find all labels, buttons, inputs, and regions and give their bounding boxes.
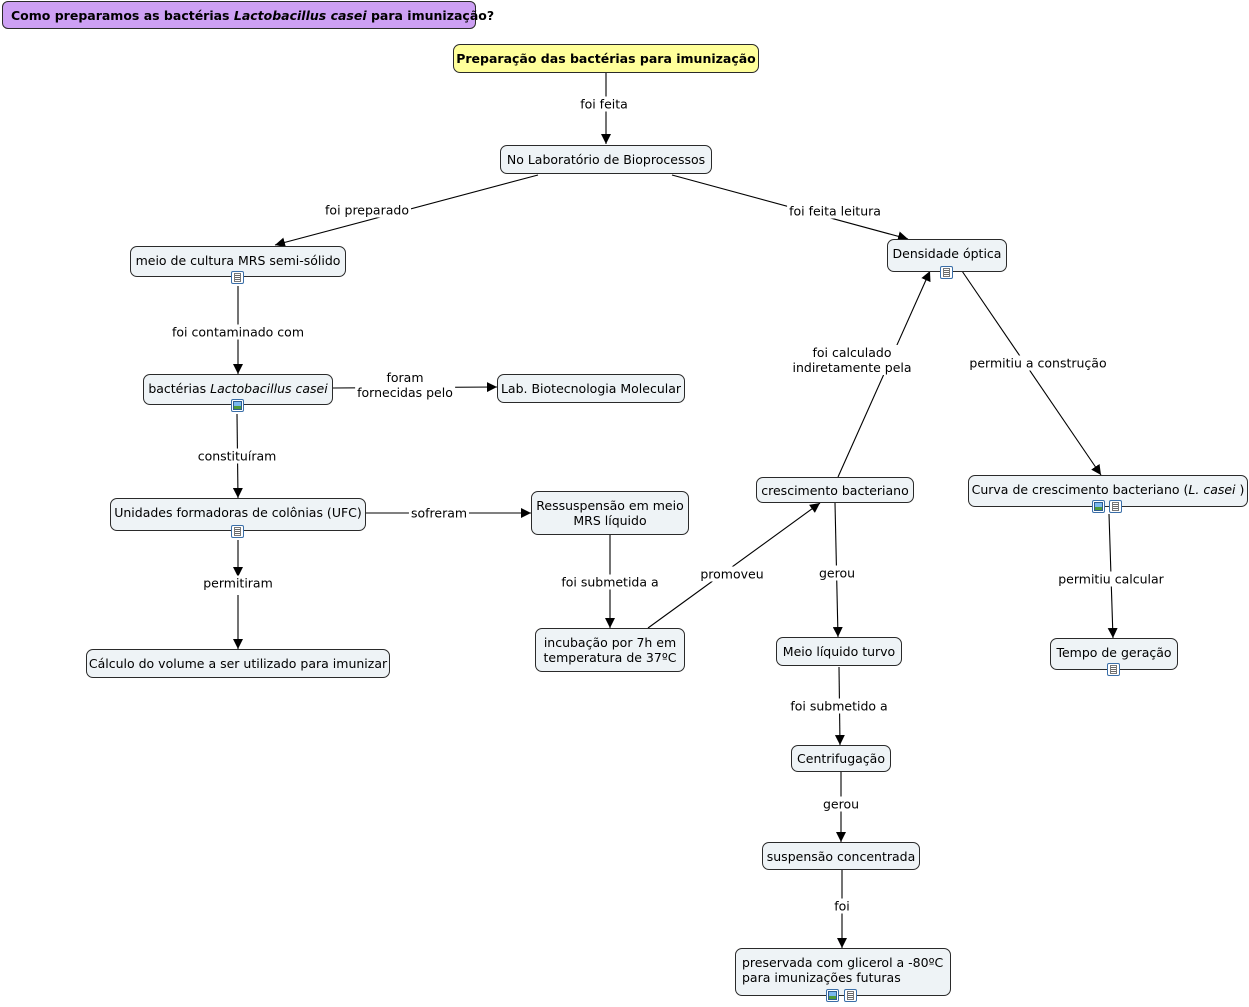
- document-icon[interactable]: [940, 266, 953, 279]
- link-permitiu-calcular: permitiu calcular: [1056, 571, 1166, 587]
- link-foi-contaminado-com: foi contaminado com: [170, 324, 306, 340]
- link-foram-fornecidas-pelo: foram fornecidas pelo: [355, 370, 455, 400]
- concept-curva-crescimento[interactable]: Curva de crescimento bacteriano (L. case…: [968, 475, 1248, 507]
- link-foi-preparado: foi preparado: [323, 202, 411, 218]
- link-label-line: fornecidas pelo: [357, 385, 453, 400]
- link-constituiram: constituíram: [195, 448, 279, 464]
- link-foi: foi: [832, 898, 852, 914]
- concept-label: bactérias Lactobacillus casei: [148, 381, 328, 396]
- concept-label: Centrifugação: [797, 751, 885, 766]
- link-permitiram: permitiram: [201, 575, 275, 591]
- link-gerou: gerou: [820, 796, 862, 812]
- concept-suspensao-concentrada[interactable]: suspensão concentrada: [762, 842, 920, 870]
- concept-label: Densidade óptica: [892, 246, 1002, 261]
- concept-calculo-volume[interactable]: Cálculo do volume a ser utilizado para i…: [86, 649, 390, 678]
- concept-incubacao[interactable]: incubação por 7h em temperatura de 37ºC: [535, 628, 685, 672]
- concept-label: crescimento bacteriano: [761, 482, 909, 498]
- document-icon[interactable]: [844, 989, 857, 1002]
- concept-label: Unidades formadoras de colônias (UFC): [114, 505, 362, 520]
- link-foi-feita-leitura: foi feita leitura: [787, 203, 883, 219]
- document-icon[interactable]: [231, 271, 244, 284]
- document-icon[interactable]: [1107, 663, 1120, 676]
- link-label-line: foi calculado: [812, 345, 892, 360]
- link-promoveu: promoveu: [698, 566, 766, 582]
- concept-lab-biotecnologia[interactable]: Lab. Biotecnologia Molecular: [497, 374, 685, 403]
- concept-label: Preparação das bactérias para imunização: [456, 51, 756, 66]
- concept-meio-liquido-turvo[interactable]: Meio líquido turvo: [776, 637, 902, 666]
- concept-label: Lab. Biotecnologia Molecular: [500, 381, 682, 396]
- link-label-line: indiretamente pela: [792, 360, 912, 375]
- map-title: Como preparamos as bactérias Lactobacill…: [2, 1, 494, 29]
- concept-root[interactable]: Preparação das bactérias para imunização: [453, 44, 759, 73]
- concept-label-line: preservada com glicerol a -80ºC: [742, 955, 944, 970]
- concept-centrifugacao[interactable]: Centrifugação: [791, 745, 891, 772]
- concept-label-line: temperatura de 37ºC: [543, 650, 677, 665]
- document-icon[interactable]: [231, 525, 244, 538]
- link-foi-calculado-indiretamente: foi calculado indiretamente pela: [790, 345, 914, 375]
- concept-ressuspensao[interactable]: Ressuspensão em meio MRS líquido: [531, 491, 689, 535]
- concept-label-line: para imunizações futuras: [742, 970, 901, 985]
- concept-label: Tempo de geração: [1056, 645, 1172, 660]
- link-foi-submetida-a: foi submetida a: [559, 574, 661, 590]
- concept-label: Cálculo do volume a ser utilizado para i…: [88, 656, 388, 671]
- link-foi-submetido-a: foi submetido a: [788, 698, 890, 714]
- concept-label: meio de cultura MRS semi-sólido: [135, 253, 341, 268]
- image-icon[interactable]: [826, 989, 839, 1002]
- concept-crescimento-bacteriano[interactable]: crescimento bacteriano: [756, 477, 914, 503]
- document-icon[interactable]: [1109, 500, 1122, 513]
- image-icon[interactable]: [231, 399, 244, 412]
- concept-label: No Laboratório de Bioprocessos: [506, 152, 706, 167]
- concept-label: suspensão concentrada: [766, 848, 916, 864]
- concept-label: Curva de crescimento bacteriano (L. case…: [971, 482, 1245, 497]
- concept-label-line: MRS líquido: [573, 513, 647, 528]
- link-gerou: gerou: [816, 565, 858, 581]
- map-title-text: Como preparamos as bactérias Lactobacill…: [11, 7, 495, 23]
- concept-preservada[interactable]: preservada com glicerol a -80ºC para imu…: [735, 948, 951, 996]
- link-sofreram: sofreram: [408, 505, 470, 521]
- link-permitiu-a-construcao: permitiu a construção: [967, 355, 1109, 371]
- concept-lab[interactable]: No Laboratório de Bioprocessos: [500, 145, 712, 174]
- link-foi-feita: foi feita: [578, 96, 630, 112]
- image-icon[interactable]: [1092, 500, 1105, 513]
- concept-label: Meio líquido turvo: [782, 644, 896, 659]
- concept-label-line: incubação por 7h em: [543, 635, 677, 650]
- link-label-line: foram: [386, 370, 424, 385]
- concept-label-line: Ressuspensão em meio: [536, 498, 684, 513]
- concept-bacterias[interactable]: bactérias Lactobacillus casei: [143, 374, 333, 405]
